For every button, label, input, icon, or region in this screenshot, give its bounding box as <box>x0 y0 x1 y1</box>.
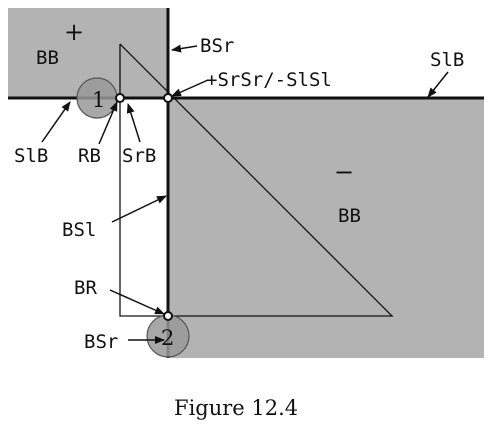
marker-1: 1 <box>92 88 105 112</box>
arrow-bsr-top <box>171 44 198 53</box>
node-rb <box>115 93 125 103</box>
label-srb: SrB <box>122 145 156 167</box>
node-origin <box>163 93 173 103</box>
bottom-right-region <box>168 98 484 358</box>
arrow-slb-right <box>427 71 449 98</box>
label-br: BR <box>74 277 97 299</box>
label-rb: RB <box>78 145 101 167</box>
arrow-bsl <box>111 195 167 223</box>
arrow-srsr <box>171 79 209 97</box>
plus-sign: + <box>64 18 84 46</box>
label-bsr-top: BSr <box>200 35 234 57</box>
label-slb-right: SlB <box>430 49 464 71</box>
bb-top-left: BB <box>36 47 59 69</box>
arrow-slb-left <box>41 101 71 143</box>
node-br <box>163 311 173 321</box>
arrow-br <box>109 289 165 315</box>
minus-sign: − <box>334 158 354 186</box>
arrow-rb <box>98 101 118 145</box>
label-slb-left: SlB <box>14 145 48 167</box>
label-bsr-bottom: BSr <box>84 331 118 353</box>
arrow-srb <box>126 103 141 143</box>
label-srsr: +SrSr/-SlSl <box>206 69 332 91</box>
bb-bottom-right: BB <box>338 205 361 227</box>
triangle-outline <box>119 43 394 317</box>
marker-2: 2 <box>161 326 174 350</box>
label-bsl: BSl <box>62 219 96 241</box>
figure-caption: Figure 12.4 <box>174 396 298 420</box>
